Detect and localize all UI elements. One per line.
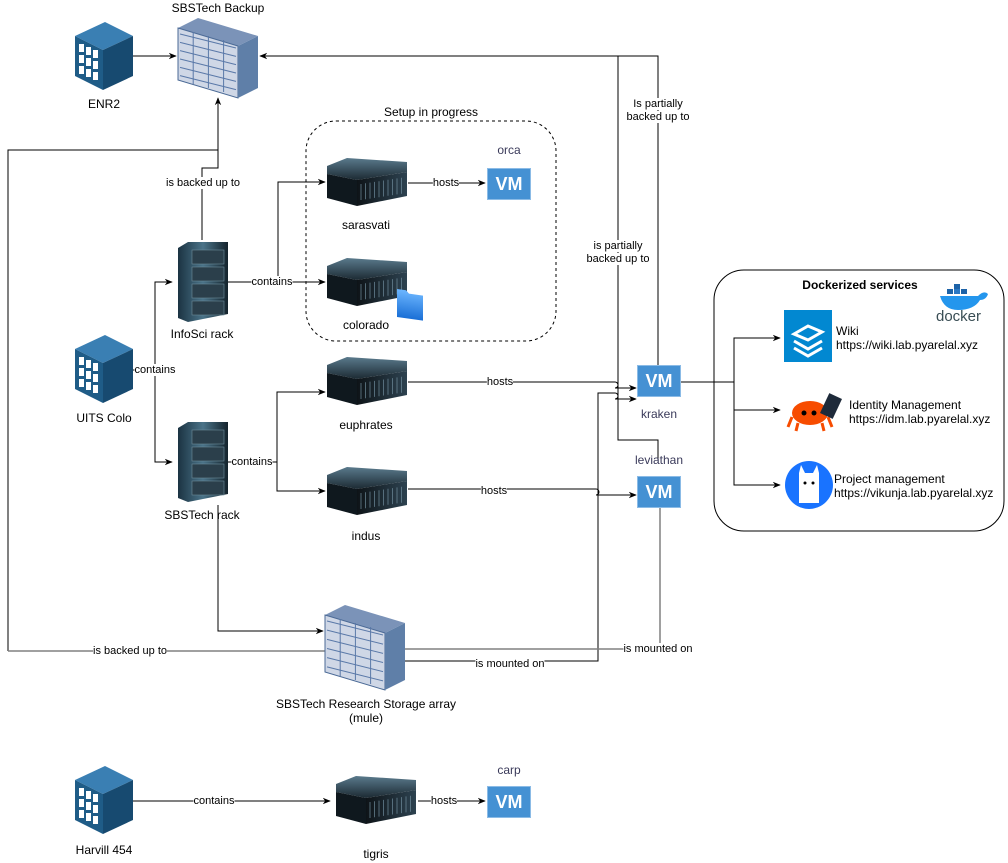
colorado-server-icon bbox=[327, 258, 407, 306]
sarasvati-server-icon bbox=[327, 158, 407, 206]
edge-kraken-idm bbox=[733, 382, 781, 414]
bookstack-icon bbox=[784, 310, 832, 362]
kraken-vm[interactable]: VM bbox=[637, 365, 681, 397]
carp-vm[interactable]: VM bbox=[487, 786, 531, 818]
enr2-label: ENR2 bbox=[87, 97, 121, 111]
edge-infosci-sarasvati bbox=[228, 178, 326, 283]
service-vikunja[interactable]: Project management https://vikunja.lab.p… bbox=[834, 472, 993, 500]
sbstech-rack-icon bbox=[178, 422, 228, 502]
edge-label-tigris-hosts: hosts bbox=[430, 795, 458, 807]
edge-storage-backup-loop bbox=[7, 149, 218, 651]
edge-label-partially-1a: Is partially bbox=[633, 98, 683, 110]
edge-label-partially-2a: is partially bbox=[593, 240, 643, 252]
edge-label-mounted-kraken: is mounted on bbox=[475, 658, 545, 670]
edge-label-partially-2b: backed up to bbox=[586, 253, 650, 265]
folder-icon bbox=[397, 289, 423, 321]
edge-kraken-backup bbox=[259, 52, 659, 365]
leviathan-vm[interactable]: VM bbox=[637, 476, 681, 508]
edge-storage-kraken bbox=[405, 392, 637, 662]
leviathan-label: leviathan bbox=[634, 453, 684, 467]
infosci-rack-icon bbox=[178, 242, 228, 322]
ferris-crab-icon bbox=[786, 393, 842, 432]
uits-colo-label: UITS Colo bbox=[76, 411, 132, 425]
research-storage-array-icon bbox=[324, 605, 405, 691]
indus-server-icon bbox=[327, 467, 407, 515]
edge-sbstech-storage bbox=[217, 505, 324, 635]
uits-colo-building-icon bbox=[75, 335, 133, 403]
edge-label-partially-1b: backed up to bbox=[626, 111, 690, 123]
service-wiki[interactable]: Wiki https://wiki.lab.pyarelal.xyz bbox=[836, 324, 978, 352]
infosci-rack-label: InfoSci rack bbox=[170, 327, 234, 341]
edge-label-indus-hosts: hosts bbox=[480, 485, 508, 497]
orca-vm[interactable]: VM bbox=[487, 168, 531, 200]
edge-label-uits-contains: contains bbox=[134, 364, 176, 376]
storage-array-label-2: (mule) bbox=[348, 711, 384, 725]
carp-label: carp bbox=[497, 763, 521, 777]
edge-label-infosci-contains: contains bbox=[251, 276, 293, 288]
sarasvati-label: sarasvati bbox=[341, 218, 391, 232]
docker-logo-icon bbox=[940, 284, 988, 310]
edge-label-mounted-leviathan: is mounted on bbox=[623, 643, 693, 655]
edge-infosci-backup bbox=[201, 97, 222, 240]
sbstech-backup-label: SBSTech Backup bbox=[171, 1, 265, 15]
edge-label-sarasvati-hosts: hosts bbox=[432, 177, 460, 189]
tigris-label: tigris bbox=[363, 847, 389, 861]
docker-group-title: Dockerized services bbox=[802, 278, 918, 292]
edge-kraken-services bbox=[681, 334, 781, 383]
edge-label-infosci-backup: is backed up to bbox=[166, 177, 240, 189]
edge-label-sbstech-contains: contains bbox=[231, 456, 273, 468]
euphrates-server-icon bbox=[327, 357, 407, 405]
colorado-label: colorado bbox=[342, 318, 390, 332]
kraken-label: kraken bbox=[640, 407, 678, 421]
llama-icon bbox=[785, 461, 833, 509]
edge-sbstech-euphrates bbox=[228, 388, 326, 463]
edge-indus-leviathan bbox=[408, 488, 637, 499]
indus-label: indus bbox=[351, 529, 381, 543]
harvill-label: Harvill 454 bbox=[75, 843, 133, 857]
setup-group-title: Setup in progress bbox=[383, 105, 479, 119]
service-wiki-url[interactable]: https://wiki.lab.pyarelal.xyz bbox=[836, 338, 979, 352]
edge-sbstech-indus bbox=[276, 462, 326, 495]
edge-kraken-vikunja bbox=[733, 410, 781, 489]
enr2-building-icon bbox=[75, 22, 133, 90]
edge-label-harvill-contains: contains bbox=[193, 795, 235, 807]
storage-array-label-1: SBSTech Research Storage array bbox=[275, 697, 457, 711]
edge-label-storage-backup: is backed up to bbox=[93, 645, 167, 657]
harvill-building-icon bbox=[75, 766, 133, 834]
service-idm-url[interactable]: https://idm.lab.pyarelal.xyz bbox=[849, 412, 991, 426]
service-idm-name: Identity Management bbox=[849, 398, 962, 412]
edge-uits-infosci bbox=[132, 278, 173, 371]
dockerized-services-group bbox=[713, 269, 1005, 532]
sbstech-backup-storage-icon bbox=[177, 18, 258, 99]
tigris-server-icon bbox=[336, 776, 416, 824]
service-wiki-name: Wiki bbox=[836, 324, 859, 338]
sbstech-rack-label: SBSTech rack bbox=[164, 508, 240, 522]
orca-label: orca bbox=[497, 143, 521, 157]
edge-uits-sbstech bbox=[154, 370, 173, 466]
euphrates-label: euphrates bbox=[339, 418, 393, 432]
service-vikunja-url[interactable]: https://vikunja.lab.pyarelal.xyz bbox=[834, 486, 994, 500]
edge-euphrates-kraken bbox=[408, 381, 637, 392]
edge-label-euphrates-hosts: hosts bbox=[486, 376, 514, 388]
edge-storage-leviathan bbox=[405, 488, 665, 650]
docker-logo-text: docker bbox=[936, 308, 982, 325]
service-idm[interactable]: Identity Management https://idm.lab.pyar… bbox=[849, 398, 990, 426]
service-vikunja-name: Project management bbox=[834, 472, 945, 486]
